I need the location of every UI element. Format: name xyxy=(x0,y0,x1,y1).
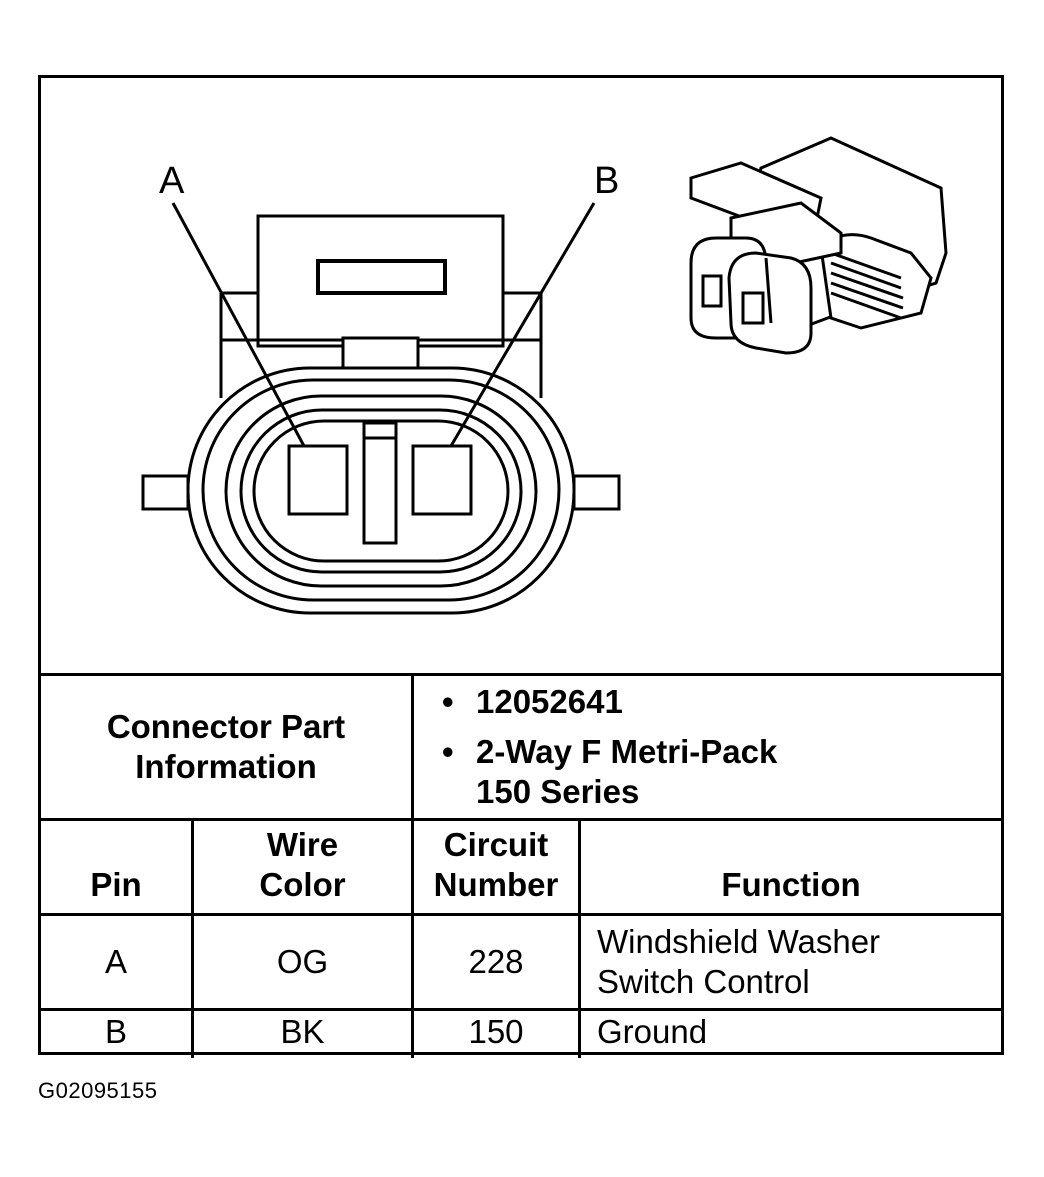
connector-drawing: A B xyxy=(141,136,948,615)
row-a-pin: A xyxy=(104,943,127,980)
connector-figure-frame: A B xyxy=(38,75,1004,1058)
row-b-function: Ground xyxy=(597,1012,708,1050)
row-b-pin: B xyxy=(104,1012,127,1050)
row-b-circuit-number: 150 xyxy=(468,1012,524,1050)
col-rule-wire xyxy=(191,818,194,1058)
row-a-wire-color: OG xyxy=(276,943,329,980)
col-rule-circuit xyxy=(411,673,414,1058)
connector-type-item: • 2-Way F Metri-Pack 150 Series xyxy=(442,733,778,810)
col-rule-function xyxy=(578,818,581,1058)
header-bottom-rule xyxy=(41,913,1001,916)
header-circuit-number: Circuit Number xyxy=(433,826,559,903)
figure-id: G02095155 xyxy=(38,1078,158,1103)
part-number-item: • 12052641 xyxy=(442,683,623,720)
row-b-wire-color: BK xyxy=(280,1012,325,1050)
pin-label-b: B xyxy=(594,160,619,202)
row-a-circuit-number: 228 xyxy=(468,943,524,980)
header-wire-color: Wire Color xyxy=(259,826,346,903)
row-a-function: Windshield Washer Switch Control xyxy=(597,923,881,1000)
bullet-icon: • xyxy=(442,733,454,770)
connector-isometric-view xyxy=(689,136,948,355)
pin-label-a: A xyxy=(159,160,185,202)
table-top-rule xyxy=(41,673,1001,676)
header-function: Function xyxy=(721,866,861,903)
connector-diagram: A B xyxy=(41,78,1001,673)
connector-info-label: Connector Part Information xyxy=(106,708,346,785)
connector-info-list: • 12052641 • 2-Way F Metri-Pack 150 Seri… xyxy=(414,676,1001,818)
bullet-icon: • xyxy=(442,683,454,720)
info-bottom-rule xyxy=(41,818,1001,821)
header-pin: Pin xyxy=(90,866,142,903)
row-a-bottom-rule xyxy=(41,1008,1001,1011)
